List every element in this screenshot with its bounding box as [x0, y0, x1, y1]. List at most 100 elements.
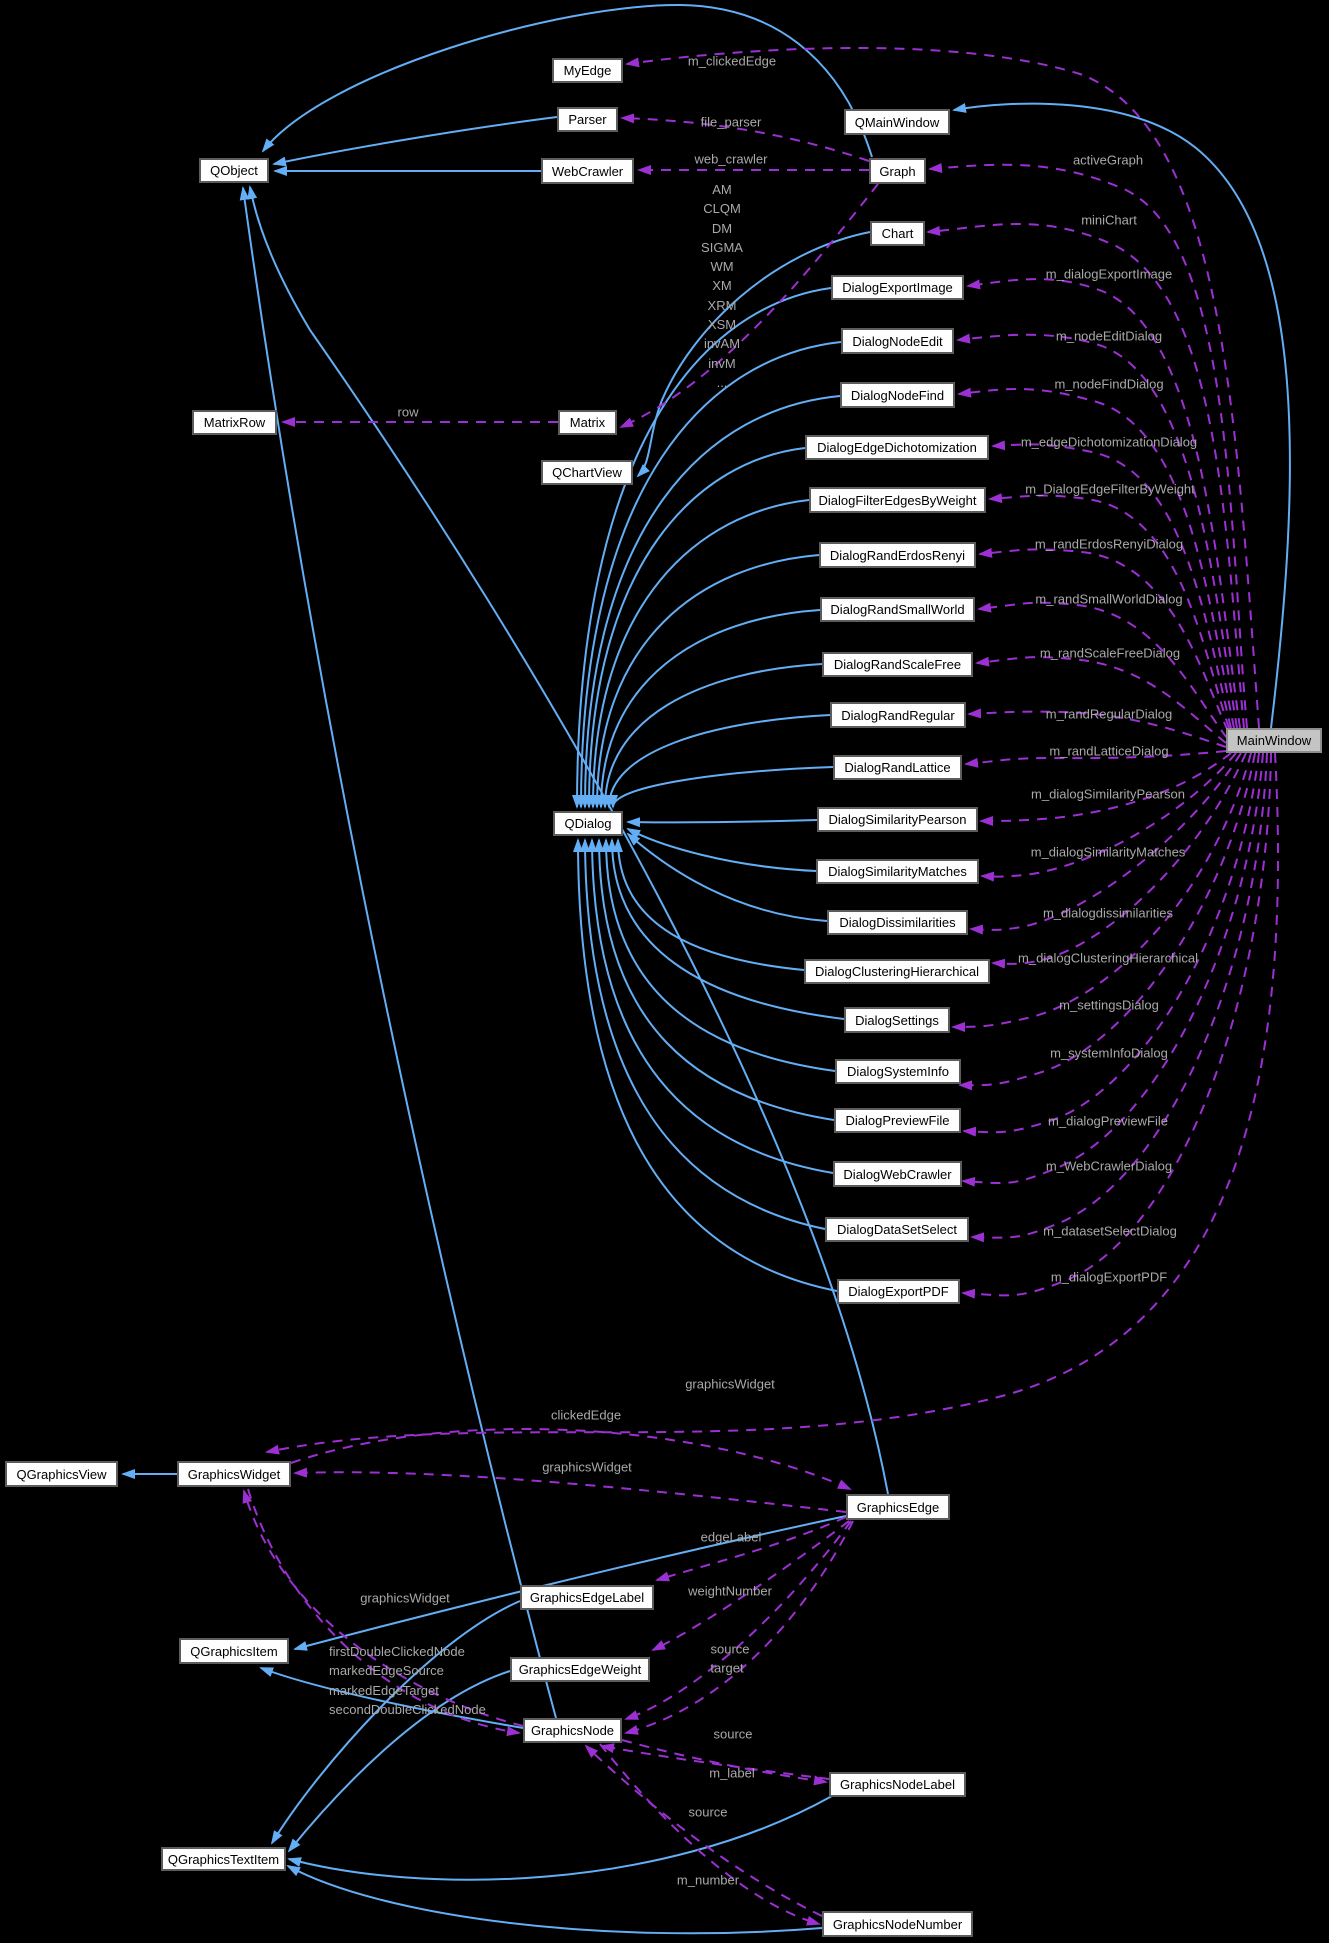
class-node-graphicsedge[interactable]: GraphicsEdge [846, 1494, 950, 1520]
edge-d_matches-to-qdialog [626, 828, 817, 872]
edge-label-line: markedEdgeSource [329, 1663, 444, 1679]
edge-g_nodenumber-to-qgraphicstextitem [286, 1865, 823, 1935]
class-node-qchartview[interactable]: QChartView [541, 460, 633, 485]
class-node-d_smallworld[interactable]: DialogRandSmallWorld [820, 597, 975, 622]
edge-label-clickedEdge: clickedEdge [550, 1407, 622, 1423]
class-node-g_nodelabel[interactable]: GraphicsNodeLabel [829, 1772, 966, 1797]
class-node-qgraphicsitem[interactable]: QGraphicsItem [179, 1638, 289, 1664]
edge-label-m_edgeDichotomizationDialog: m_edgeDichotomizationDialog [1020, 434, 1198, 450]
edge-label-line: AM [712, 182, 732, 197]
edge-graphicsnode-to-graphicswidget [242, 1489, 524, 1727]
class-node-d_pearson[interactable]: DialogSimilarityPearson [817, 807, 978, 832]
edge-g_nodelabel-to-qgraphicstextitem [287, 1795, 833, 1881]
class-node-graph[interactable]: Graph [869, 158, 926, 184]
class-node-d_lattice[interactable]: DialogRandLattice [833, 755, 962, 780]
edge-label-source: source [710, 1641, 750, 1657]
class-node-d_regular[interactable]: DialogRandRegular [830, 702, 966, 728]
edge-mainwindow-to-d_webcrawler [961, 752, 1264, 1187]
edge-graph-to-parser [620, 113, 870, 162]
class-node-d_cluster[interactable]: DialogClusteringHierarchical [804, 959, 990, 984]
edge-label-m_dialogPreviewFile: m_dialogPreviewFile [1048, 1113, 1168, 1129]
edge-d_cluster-to-qdialog [613, 838, 805, 971]
class-node-parser[interactable]: Parser [557, 107, 618, 132]
class-node-d_sysinfo[interactable]: DialogSystemInfo [835, 1059, 961, 1084]
class-node-g_edgeweight[interactable]: GraphicsEdgeWeight [510, 1657, 650, 1682]
edge-graphicsedge-to-g_edgelabel [655, 1516, 847, 1582]
edge-graph-to-qobject [261, 3, 873, 158]
edge-label-m_systemInfoDialog: m_systemInfoDialog [1050, 1045, 1168, 1061]
class-node-d_dissim[interactable]: DialogDissimilarities [827, 910, 968, 935]
class-node-graphicsnode[interactable]: GraphicsNode [523, 1718, 622, 1743]
class-node-d_nodefind[interactable]: DialogNodeFind [840, 382, 955, 408]
edge-label-source: source [688, 1804, 728, 1820]
class-node-qmainwindow[interactable]: QMainWindow [844, 109, 950, 135]
class-node-chart[interactable]: Chart [870, 221, 925, 246]
edge-label-web_crawler: web_crawler [694, 151, 768, 167]
edge-mainwindow-to-d_pearson [979, 752, 1232, 826]
class-node-graphicswidget[interactable]: GraphicsWidget [177, 1461, 291, 1487]
edge-graphicswidget-to-graphicsnode [247, 1488, 521, 1737]
edge-parser-to-qobject [272, 116, 558, 167]
edge-d_exportimage-to-qdialog [572, 287, 832, 809]
class-node-webcrawler[interactable]: WebCrawler [541, 158, 634, 184]
class-node-g_edgelabel[interactable]: GraphicsEdgeLabel [520, 1585, 654, 1610]
edge-d_sysinfo-to-qdialog [601, 838, 836, 1072]
edge-label-m_randScaleFreeDialog: m_randScaleFreeDialog [1039, 645, 1181, 661]
edge-graphicsedge-to-graphicsnode [624, 1520, 854, 1735]
edge-mainwindow-to-d_edgedich [991, 440, 1232, 729]
class-node-d_nodeedit[interactable]: DialogNodeEdit [841, 328, 954, 354]
class-node-d_scalefree[interactable]: DialogRandScaleFree [822, 652, 973, 677]
edge-label-m_dialogSimilarityPearson: m_dialogSimilarityPearson [1031, 786, 1185, 802]
edge-mainwindow-to-d_scalefree [975, 656, 1227, 744]
class-node-d_matches[interactable]: DialogSimilarityMatches [816, 859, 979, 884]
edge-label-m_number: m_number [676, 1872, 740, 1888]
class-node-qgraphicsview[interactable]: QGraphicsView [5, 1461, 118, 1487]
edge-g_edgeweight-to-qgraphicstextitem [287, 1670, 511, 1853]
edge-mainwindow-to-graph [928, 163, 1248, 729]
class-node-qgraphicstextitem[interactable]: QGraphicsTextItem [161, 1847, 286, 1871]
edge-label-weightNumber: weightNumber [688, 1583, 772, 1599]
class-node-qobject[interactable]: QObject [199, 158, 269, 183]
edge-mainwindow-to-d_smallworld [977, 601, 1228, 739]
class-node-d_preview[interactable]: DialogPreviewFile [834, 1108, 961, 1133]
edge-mainwindow-to-d_regular [967, 708, 1227, 748]
edge-d_erdos-to-qdialog [592, 554, 820, 809]
edge-mainwindow-to-d_sysinfo [958, 752, 1256, 1091]
edge-label-m_WebCrawlerDialog: m_WebCrawlerDialog [1045, 1158, 1173, 1174]
edge-chart-to-qchartview [636, 231, 871, 478]
edge-d_nodefind-to-qdialog [580, 395, 841, 809]
edge-mainwindow-to-qmainwindow [952, 102, 1291, 729]
edge-d_regular-to-qdialog [604, 714, 831, 809]
edge-label-line: XSM [707, 317, 737, 333]
edge-label-m_datasetSelectDialog: m_datasetSelectDialog [1043, 1223, 1177, 1239]
edge-label-line: SIGMA [701, 239, 743, 255]
class-node-matrix[interactable]: Matrix [558, 410, 617, 435]
edge-mainwindow-to-d_lattice [964, 750, 1227, 768]
class-node-d_erdos[interactable]: DialogRandErdosRenyi [819, 542, 976, 568]
class-node-myedge[interactable]: MyEdge [552, 58, 623, 83]
edge-mainwindow-to-d_cluster [991, 752, 1247, 969]
class-node-d_edgedich[interactable]: DialogEdgeDichotomization [805, 435, 989, 460]
edge-label-line: XRM [707, 297, 737, 313]
class-node-mainwindow[interactable]: MainWindow [1226, 728, 1322, 753]
class-node-d_filter[interactable]: DialogFilterEdgesByWeight [809, 487, 986, 513]
edge-d_webcrawler-to-qdialog [587, 838, 834, 1174]
edge-d_filter-to-qdialog [588, 499, 810, 809]
class-node-g_nodenumber[interactable]: GraphicsNodeNumber [822, 1911, 973, 1937]
class-node-d_webcrawler[interactable]: DialogWebCrawler [833, 1161, 962, 1187]
class-node-d_settings[interactable]: DialogSettings [844, 1007, 950, 1033]
class-node-matrixrow[interactable]: MatrixRow [192, 410, 277, 435]
edge-label-target: target [710, 1660, 744, 1676]
edge-label-m_dialogExportPDF: m_dialogExportPDF [1050, 1269, 1168, 1285]
class-node-d_exportpdf[interactable]: DialogExportPDF [837, 1279, 960, 1304]
edge-mainwindow-to-d_nodefind [957, 387, 1235, 729]
class-node-d_dataset[interactable]: DialogDataSetSelect [825, 1217, 969, 1242]
class-node-qdialog[interactable]: QDialog [553, 811, 623, 836]
class-node-d_exportimage[interactable]: DialogExportImage [831, 275, 964, 300]
edge-label-edgeLabel: edgeLabel [700, 1529, 762, 1545]
edge-graphicsedge-to-qgraphicsitem [293, 1515, 847, 1651]
edge-label-line: invAM [703, 336, 741, 352]
